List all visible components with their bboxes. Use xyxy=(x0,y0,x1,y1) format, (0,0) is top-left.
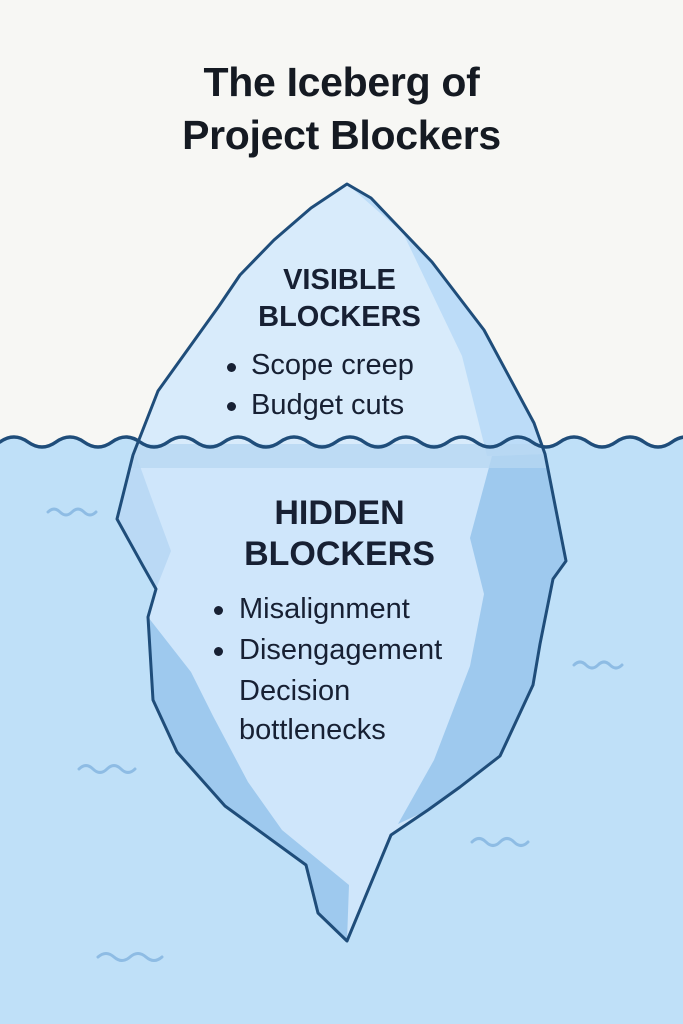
bullet-icon xyxy=(214,606,223,615)
visible-blockers-heading-line-1: VISIBLE xyxy=(283,264,396,296)
hidden-blocker-item: Disengagement xyxy=(239,634,443,666)
hidden-blocker-item: bottlenecks xyxy=(239,714,386,746)
bullet-icon xyxy=(227,402,236,411)
hidden-blocker-item: Misalignment xyxy=(239,593,410,625)
hidden-blocker-item: Decision xyxy=(239,675,351,707)
visible-blocker-item: Budget cuts xyxy=(251,389,405,421)
visible-blockers-heading-line-2: BLOCKERS xyxy=(258,301,421,333)
bullet-icon xyxy=(227,363,236,372)
bullet-icon xyxy=(214,647,223,656)
hidden-blockers-heading-line-1: HIDDEN xyxy=(274,494,405,532)
iceberg-outline xyxy=(115,182,568,943)
page-title-line-2: Project Blockers xyxy=(182,112,501,158)
wave-mark xyxy=(96,952,164,962)
wave-mark xyxy=(572,660,624,670)
visible-blocker-item: Scope creep xyxy=(251,349,414,381)
wave-mark xyxy=(470,837,530,847)
waterline xyxy=(0,435,683,449)
page-title-line-1: The Iceberg of xyxy=(203,59,480,105)
wave-mark xyxy=(77,764,137,774)
wave-mark xyxy=(46,507,98,517)
hidden-blockers-heading-line-2: BLOCKERS xyxy=(244,535,435,573)
